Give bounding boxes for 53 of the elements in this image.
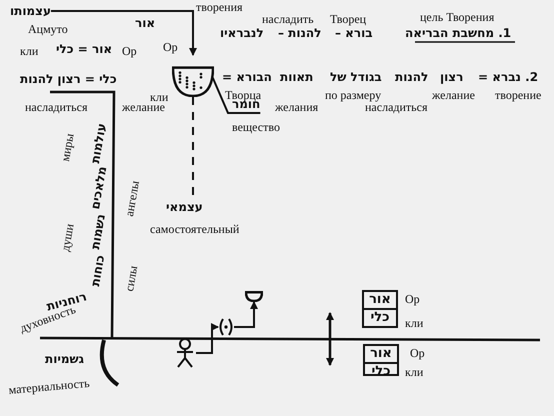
gloss-text: Ор xyxy=(163,40,178,55)
gloss-text: желание xyxy=(432,88,475,103)
gloss-text: Ор xyxy=(122,44,137,59)
hebrew-word: מלאכים xyxy=(88,165,110,210)
hebrew-word: אור = כלי xyxy=(56,42,112,56)
hebrew-word: כלי xyxy=(364,308,396,326)
gloss-text: вещество xyxy=(232,120,280,135)
gloss-text: материальность xyxy=(8,376,90,398)
gloss-text: самостоятельный xyxy=(150,222,240,237)
gloss-text: кли xyxy=(405,365,424,380)
hebrew-word: כוחות xyxy=(88,254,108,288)
hebrew-word: להנות – xyxy=(278,26,322,40)
hebrew-word: עצמאי xyxy=(166,200,203,214)
hebrew-word: לנבראיו xyxy=(220,26,264,40)
gloss-text: силы xyxy=(122,264,142,293)
split-box xyxy=(363,344,399,376)
gloss-text: Ор xyxy=(405,292,420,307)
hebrew-word: רצון xyxy=(440,70,464,84)
gloss-text: цель Творения xyxy=(420,10,494,25)
gloss-text: кли xyxy=(20,44,38,59)
gloss-text: ангелы xyxy=(122,180,143,218)
hebrew-word: 2. נברא = xyxy=(478,70,538,84)
gloss-text: насладиться xyxy=(25,100,88,115)
hebrew-word: כלי = רצון להנות xyxy=(20,72,117,86)
gloss-text: по размеру xyxy=(325,88,382,103)
hebrew-word: 1. מחשבת הבריאה xyxy=(405,26,512,40)
connector-line xyxy=(211,76,260,114)
gloss-text: Творца xyxy=(225,88,262,102)
gloss-text: творение xyxy=(495,88,542,103)
arrow xyxy=(196,323,219,354)
arrow xyxy=(234,301,258,328)
hebrew-word: הבורא = xyxy=(222,70,272,84)
arrow xyxy=(50,10,197,56)
gloss-text: кли xyxy=(405,316,424,331)
gloss-text: творения xyxy=(196,0,243,15)
gloss-text: Ор xyxy=(410,346,425,361)
hebrew-word: להנות xyxy=(395,70,428,84)
hebrew-word: עצמותו xyxy=(10,4,51,18)
gloss-text: желания xyxy=(275,100,318,115)
hebrew-word: עולמות xyxy=(88,122,109,164)
hebrew-word: אור xyxy=(368,292,392,308)
hebrew-word: אור xyxy=(369,346,393,362)
gloss-text: души xyxy=(58,222,78,253)
hebrew-word: בורא – xyxy=(335,26,373,40)
gloss-text: Творец xyxy=(330,12,366,27)
hebrew-word: תאוות xyxy=(280,70,314,84)
split-box xyxy=(362,290,398,328)
gloss-text: насладить xyxy=(262,12,314,27)
gloss-text: миры xyxy=(58,132,78,163)
hebrew-word: גשמיות xyxy=(45,352,84,366)
gloss-text: Ацмуто xyxy=(28,22,68,37)
hebrew-word: נשמות xyxy=(88,213,108,250)
hebrew-word: בגודל של xyxy=(330,70,382,84)
